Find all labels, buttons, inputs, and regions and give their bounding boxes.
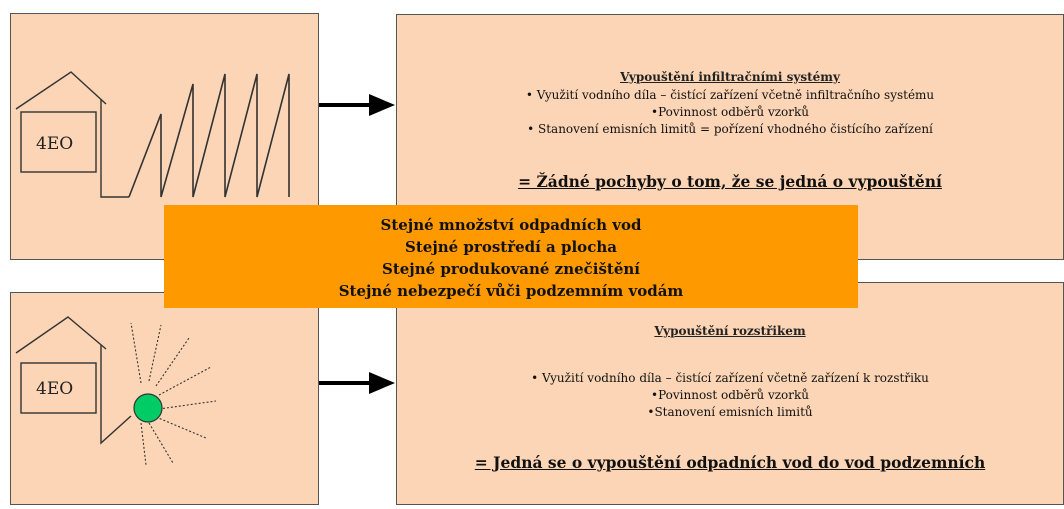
infiltration-conclusion: = Žádné pochyby o tom, že se jedná o vyp… — [518, 172, 942, 191]
house-box — [20, 362, 97, 414]
infiltration-title: Vypouštění infiltračními systémy — [620, 70, 840, 84]
house-pipe — [100, 99, 129, 198]
bullet-item: •Povinnost odběrů vzorků — [650, 105, 809, 119]
infiltration-zigzag — [128, 73, 290, 198]
house-roof — [15, 71, 107, 110]
comparison-line: Stejné nebezpečí vůči podzemním vodám — [338, 282, 684, 300]
sprinkler-head — [133, 393, 163, 423]
sprinkler-diagram-panel: 4EO — [10, 292, 319, 505]
bullet-item: • Využití vodního díla – čistící zařízen… — [531, 371, 929, 385]
bullet-item: • Využití vodního díla – čistící zařízen… — [525, 88, 935, 102]
house-label: 4EO — [36, 134, 73, 154]
sprinkler-title: Vypouštění rozstřikem — [654, 324, 806, 338]
infiltration-bullets: • Využití vodního díla – čistící zařízen… — [397, 87, 1063, 138]
bullet-item: • Stanovení emisních limitů = pořízení v… — [527, 122, 933, 136]
house-roof — [15, 316, 107, 354]
comparison-box: Stejné množství odpadních vod Stejné pro… — [164, 205, 858, 308]
bullet-item: •Stanovení emisních limitů — [647, 405, 813, 419]
comparison-line: Stejné množství odpadních vod — [380, 216, 642, 234]
sprinkler-text-panel: Vypouštění rozstřikem • Využití vodního … — [396, 282, 1064, 505]
spray-rays — [130, 322, 217, 466]
infiltration-diagram: 4EO — [15, 71, 290, 198]
arrow-right-top — [319, 94, 395, 116]
sprinkler-bullets: • Využití vodního díla – čistící zařízen… — [397, 370, 1063, 421]
sprinkler-conclusion: = Jedná se o vypouštění odpadních vod do… — [474, 453, 986, 472]
arrow-right-bottom — [319, 372, 395, 394]
house-label: 4EO — [36, 379, 73, 399]
sprinkler-diagram: 4EO — [15, 316, 217, 466]
house-pipe — [100, 345, 132, 445]
house-box — [20, 111, 97, 173]
comparison-line: Stejné prostředí a plocha — [405, 238, 617, 256]
bullet-item: •Povinnost odběrů vzorků — [650, 388, 809, 402]
comparison-line: Stejné produkované znečištění — [381, 260, 641, 278]
